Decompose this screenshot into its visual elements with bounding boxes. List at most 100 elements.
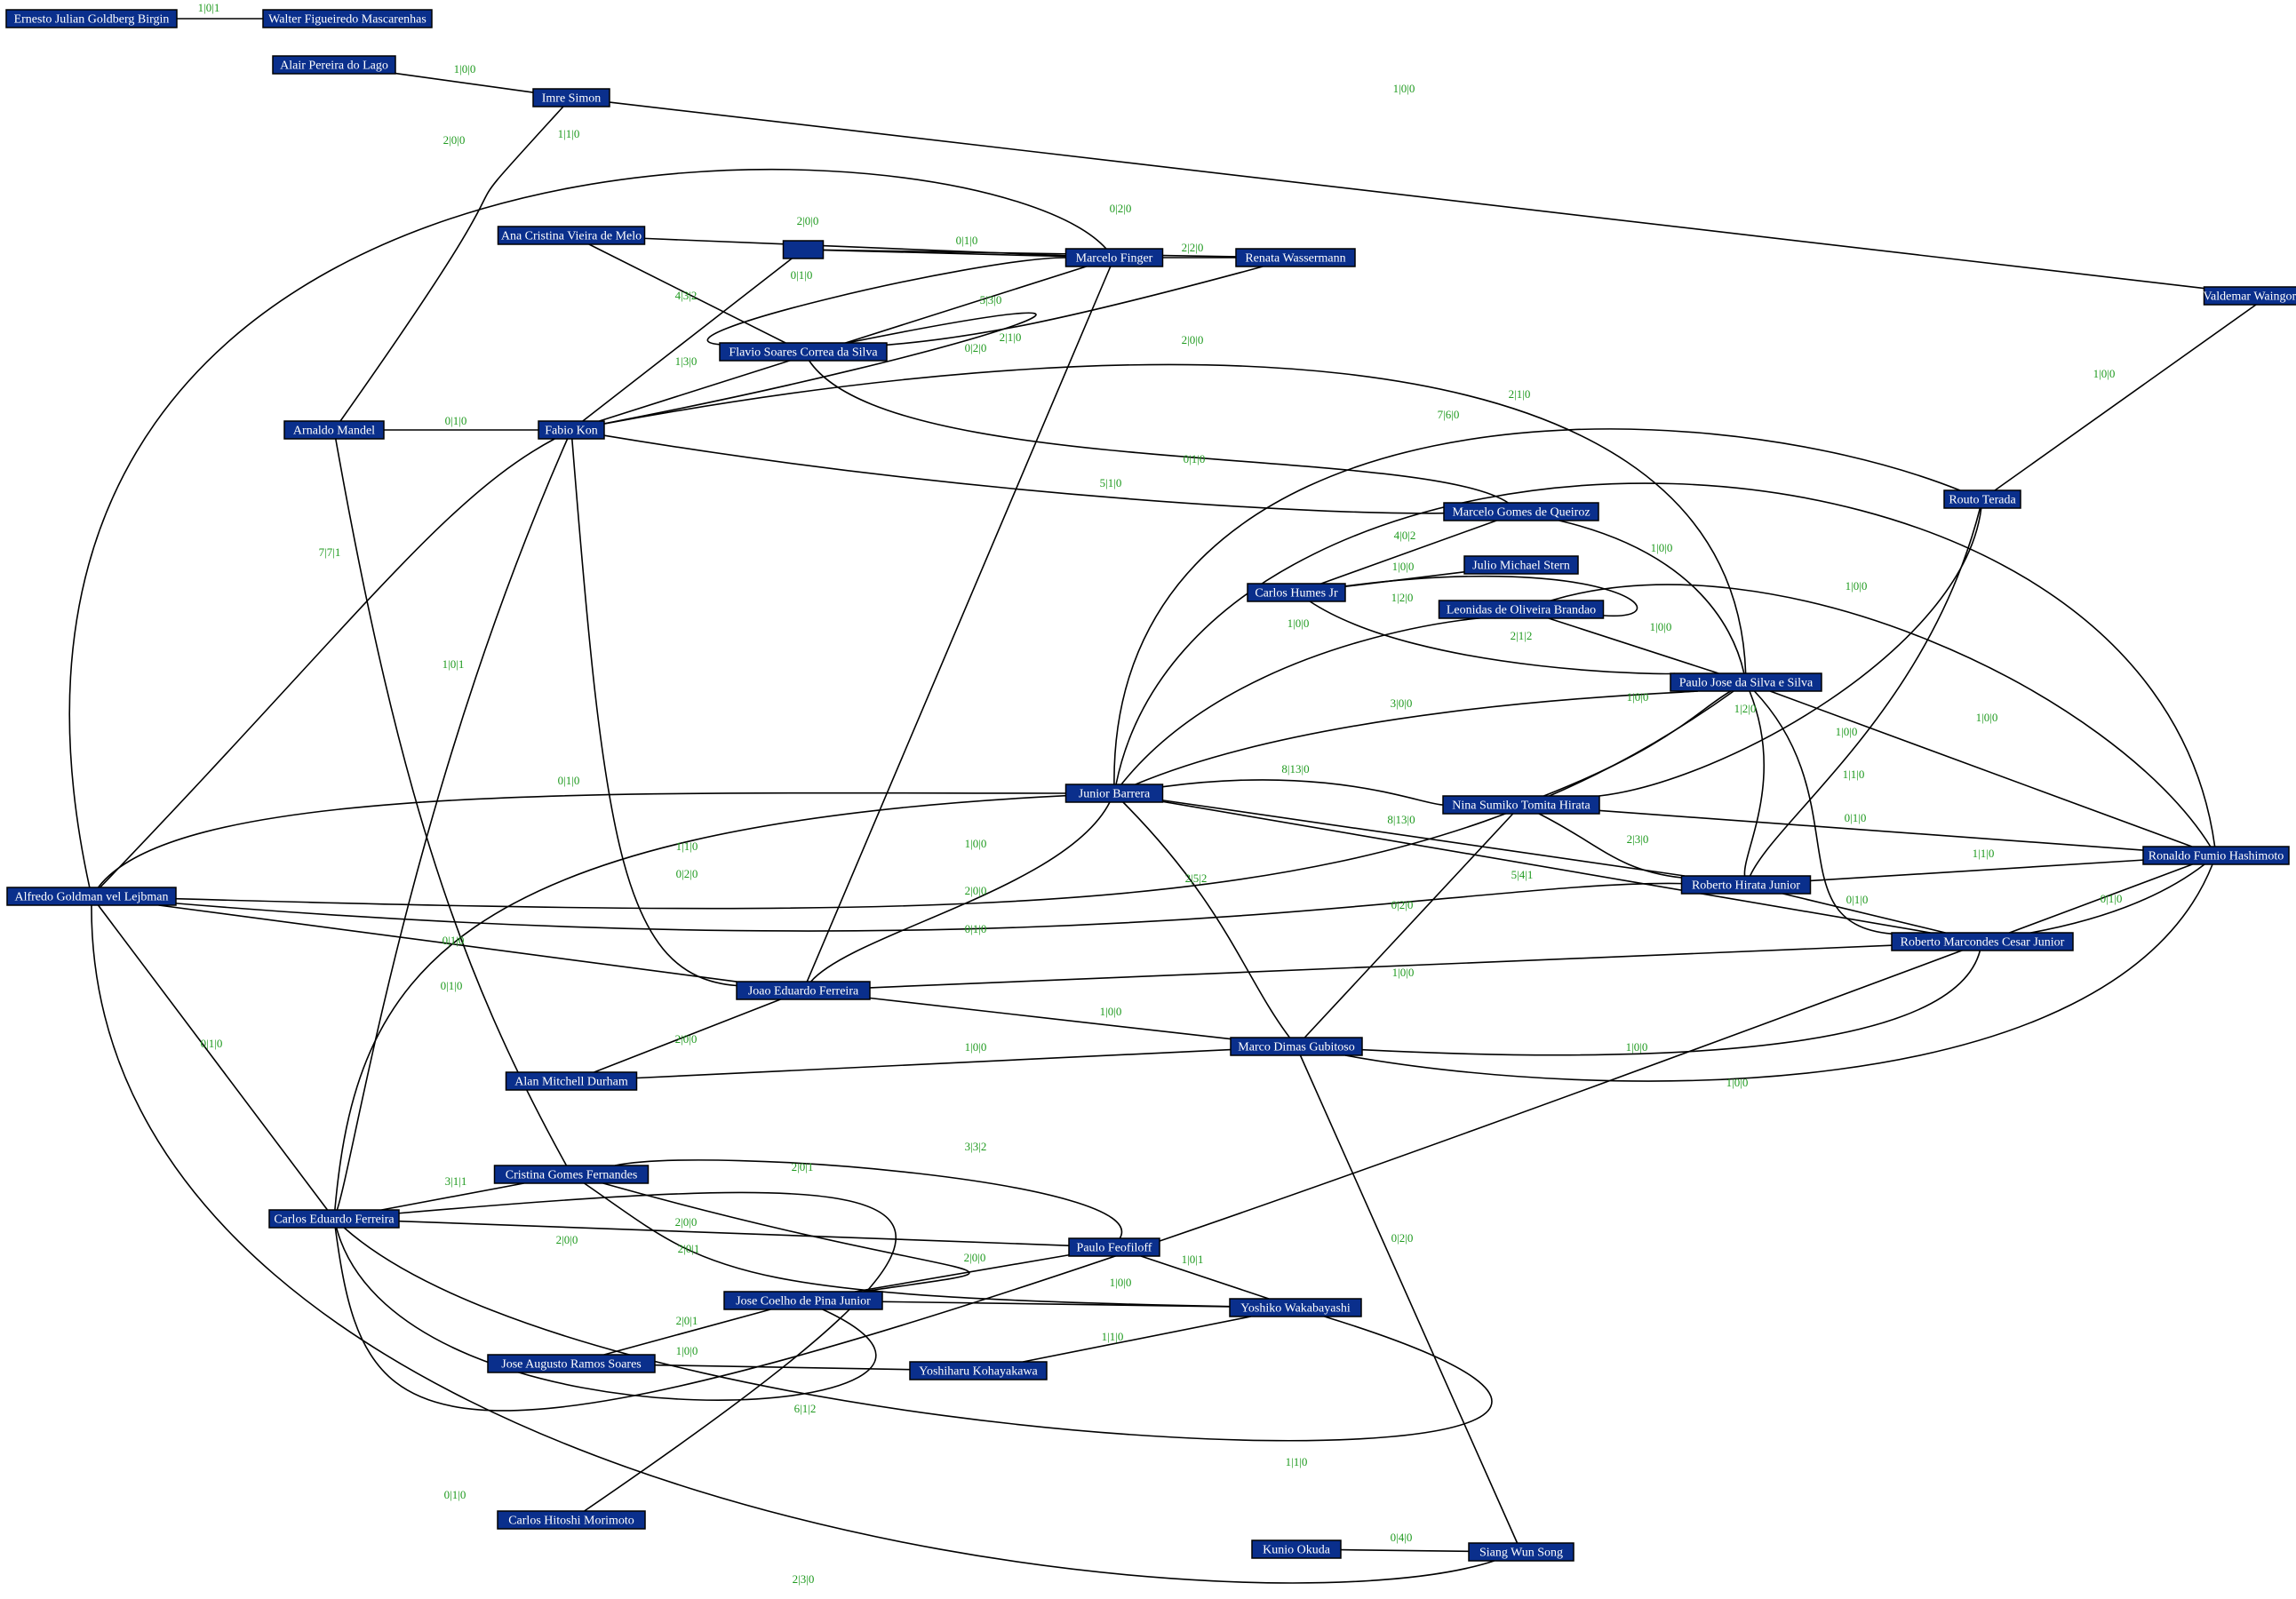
node-cristina[interactable]: Cristina Gomes Fernandes (493, 1165, 650, 1184)
edge-kon-queiroz (603, 434, 1445, 514)
node-durham[interactable]: Alan Mitchell Durham (505, 1071, 638, 1091)
edge-label: 1|3|0 (675, 354, 698, 368)
edge-cristina-coelho (602, 1182, 970, 1293)
edge-alfredo-kon (100, 438, 555, 888)
edges-layer (68, 18, 2257, 1584)
node-box (493, 1165, 650, 1184)
node-alfredo[interactable]: Alfredo Goldman vel Lejbman (6, 887, 177, 906)
node-imre[interactable]: Imre Simon (532, 88, 610, 107)
edge-label: 0|2|0 (1391, 1231, 1414, 1245)
edge-label: 2|0|0 (965, 884, 987, 897)
edge-label: 2|0|1 (792, 1160, 814, 1173)
node-ernesto[interactable]: Ernesto Julian Goldberg Birgin (5, 9, 178, 28)
node-label: Kunio Okuda (1263, 1544, 1331, 1557)
node-ronaldo[interactable]: Ronaldo Fumio Hashimoto (2142, 846, 2290, 865)
edge-paulojose-ronaldo (1769, 690, 2193, 847)
edge-nina-gubitoso (1303, 813, 1514, 1038)
node-carlosedu[interactable]: Carlos Eduardo Ferreira (268, 1209, 400, 1229)
node-yoshiharu[interactable]: Yoshiharu Kohayakawa (909, 1361, 1048, 1380)
node-box (487, 1354, 656, 1373)
node-soares[interactable]: Jose Augusto Ramos Soares (487, 1354, 656, 1373)
node-marcondes[interactable]: Roberto Marcondes Cesar Junior (1891, 932, 2074, 951)
edge-label: 1|0|0 (1626, 1040, 1648, 1054)
edge-queiroz-paulojose (1559, 520, 1745, 674)
edge-barrera-joaoeduardo (810, 801, 1111, 982)
node-gubitoso[interactable]: Marco Dimas Gubitoso (1230, 1037, 1363, 1056)
node-box (505, 1071, 638, 1091)
node-paulojose[interactable]: Paulo Jose da Silva e Silva (1670, 672, 1822, 692)
edge-label: 1|0|0 (965, 837, 987, 850)
node-feofiloff[interactable]: Paulo Feofiloff (1068, 1237, 1160, 1257)
node-label: Jose Coelho de Pina Junior (736, 1295, 871, 1309)
node-label: Yoshiharu Kohayakawa (919, 1365, 1038, 1379)
node-label: Siang Wun Song (1479, 1547, 1563, 1560)
node-humes[interactable]: Carlos Humes Jr (1247, 583, 1346, 602)
node-box (2203, 286, 2296, 306)
edge-feofiloff-yoshiko (1140, 1255, 1270, 1300)
node-julio[interactable]: Julio Michael Stern (1463, 555, 1579, 575)
node-nina[interactable]: Nina Sumiko Tomita Hirata (1442, 795, 1600, 815)
edge-barrera-nina (1162, 779, 1444, 806)
node-label: Marco Dimas Gubitoso (1238, 1041, 1354, 1054)
edge-okuda-siang (1340, 1548, 1470, 1553)
node-box (5, 9, 178, 28)
edge-label: 2|2|0 (1182, 241, 1204, 254)
node-kon[interactable]: Fabio Kon (538, 420, 605, 440)
edge-label: 1|0|0 (1650, 620, 1672, 633)
edge-label: 3|0|0 (1391, 696, 1413, 710)
node-label: Junior Barrera (1079, 788, 1151, 801)
node-renata[interactable]: Renata Wassermann (1235, 248, 1356, 267)
node-box (1891, 932, 2074, 951)
node-okuda[interactable]: Kunio Okuda (1251, 1539, 1342, 1559)
node-finger[interactable]: Marcelo Finger (1064, 248, 1164, 267)
edge-kon-joaoeduardo (570, 438, 737, 987)
node-box (538, 420, 605, 440)
edge-label: 1|0|0 (1726, 1076, 1749, 1089)
node-anacristina[interactable]: Ana Cristina Vieira de Melo (497, 226, 646, 245)
node-box (497, 226, 646, 245)
node-queiroz[interactable]: Marcelo Gomes de Queiroz (1443, 502, 1599, 521)
edge-label: 8|13|0 (1387, 813, 1415, 826)
edge-cristina-yoshiko (584, 1182, 1231, 1308)
node-leonidas[interactable]: Leonidas de Oliveira Brandao (1438, 600, 1605, 619)
edge-kon-carlosedu (336, 438, 569, 1211)
edge-carlosedu-ronaldo (334, 863, 2193, 1412)
node-routo[interactable]: Routo Terada (1943, 489, 2021, 509)
edge-label: 0|1|0 (1846, 893, 1869, 906)
node-yoshiko[interactable]: Yoshiko Wakabayashi (1229, 1298, 1362, 1317)
edge-label: 1|0|0 (965, 1040, 987, 1054)
node-arnaldo[interactable]: Arnaldo Mandel (283, 420, 385, 440)
edge-coelho-feofiloff (855, 1253, 1070, 1293)
edge-label: 2|0|0 (1182, 333, 1204, 346)
edge-label: 0|2|0 (965, 341, 987, 354)
edge-barrera-hirata (1162, 800, 1686, 877)
edge-routo-hirata (1749, 507, 1981, 877)
node-morimoto[interactable]: Carlos Hitoshi Morimoto (497, 1510, 646, 1530)
edge-label: 2|1|0 (1509, 387, 1531, 401)
edge-label: 0|1|0 (441, 979, 463, 992)
node-alair[interactable]: Alair Pereira do Lago (272, 55, 396, 75)
node-box (1064, 248, 1164, 267)
node-label: Alfredo Goldman vel Lejbman (14, 891, 168, 904)
edge-carlosedu-morimoto (398, 1191, 897, 1512)
node-barrera[interactable]: Junior Barrera (1064, 784, 1164, 803)
node-hirata[interactable]: Roberto Hirata Junior (1680, 875, 1812, 895)
edge-alfredo-finger (68, 169, 1107, 888)
node-unlabeled[interactable] (782, 240, 825, 259)
edge-label: 0|1|0 (2101, 892, 2123, 905)
node-label: Roberto Marcondes Cesar Junior (1901, 936, 2065, 950)
edge-label: 0|1|0 (1845, 811, 1867, 824)
node-valdemar[interactable]: Valdemar Waingort Setzer (2203, 286, 2296, 306)
edge-label: 2|3|0 (793, 1572, 815, 1586)
node-siang[interactable]: Siang Wun Song (1468, 1542, 1575, 1562)
edge-nina-hirata (1538, 813, 1682, 879)
edge-label: 2|0|0 (675, 1032, 698, 1046)
node-box (1438, 600, 1605, 619)
node-coelho[interactable]: Jose Coelho de Pina Junior (723, 1291, 883, 1310)
node-joaoeduardo[interactable]: Joao Eduardo Ferreira (736, 981, 871, 1000)
edge-label: 0|2|0 (1391, 898, 1414, 911)
node-box (1235, 248, 1356, 267)
node-walter[interactable]: Walter Figueiredo Mascarenhas (262, 9, 433, 28)
node-flavio[interactable]: Flavio Soares Correa da Silva (719, 342, 888, 362)
